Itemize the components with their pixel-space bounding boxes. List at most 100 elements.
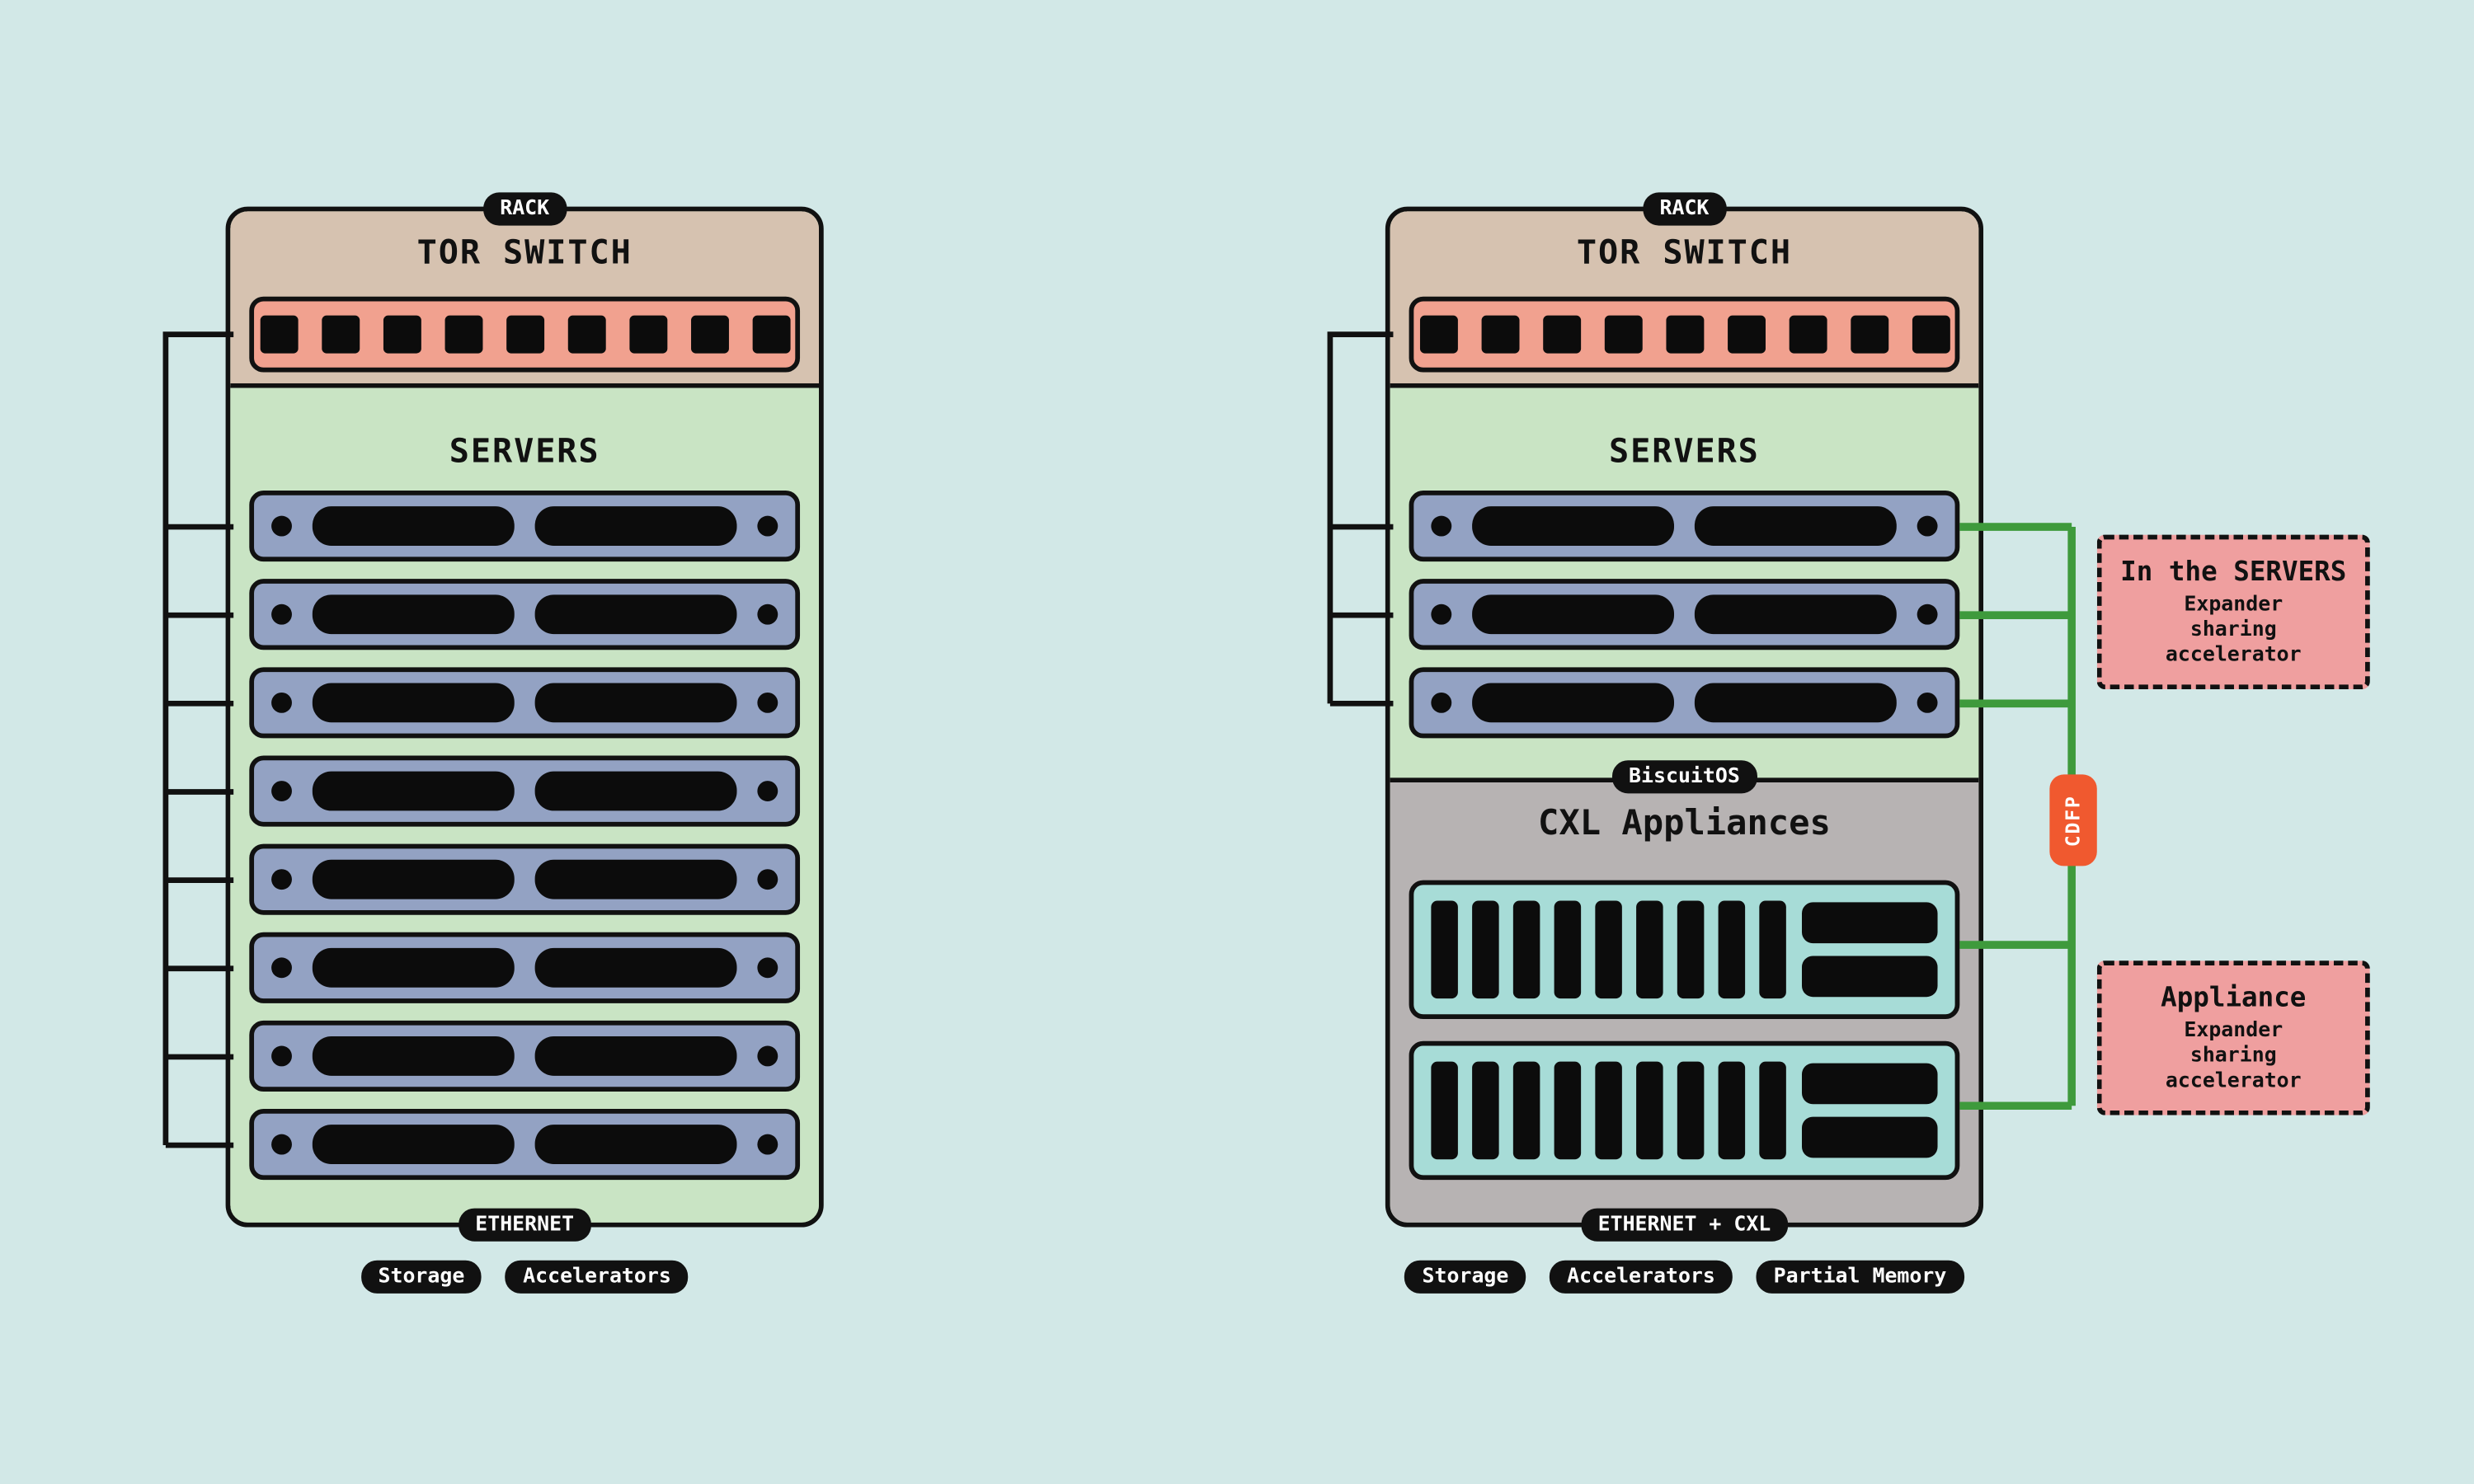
note-body: Expander sharing accelerator [2165, 1018, 2302, 1093]
memory-slot [1472, 1061, 1499, 1160]
memory-slot [1759, 900, 1786, 999]
switch-port [1603, 315, 1642, 354]
server-row [1409, 579, 1960, 650]
server-drive-bay [312, 771, 515, 811]
server-row [249, 667, 801, 739]
controller-bar [1801, 902, 1938, 944]
right-rack: RACK TOR SWITCH SERVERS BiscuitOS CXL Ap… [1385, 192, 1984, 1242]
cdfp-label: CDFP [2062, 794, 2085, 847]
server-led [1917, 603, 1938, 625]
switch-port [1419, 315, 1457, 354]
tor-switch-title: TOR SWITCH [1576, 233, 1792, 272]
server-drive-bay [534, 506, 737, 547]
appliance-expander-note: Appliance Expander sharing accelerator [2096, 960, 2370, 1115]
server-row [249, 755, 801, 827]
memory-slot [1759, 1061, 1786, 1160]
server-drive-bay [1472, 683, 1675, 723]
badge: Partial Memory [1756, 1260, 1964, 1294]
cxl-appliance-module [1409, 1040, 1960, 1181]
server-list [249, 491, 801, 1181]
left-rack-badges: Storage Accelerators [226, 1260, 824, 1294]
server-row [1409, 667, 1960, 739]
server-row [249, 1109, 801, 1181]
memory-slot [1636, 900, 1663, 999]
server-led [271, 515, 292, 537]
server-row [249, 932, 801, 1003]
server-led [1917, 515, 1938, 537]
servers-title: SERVERS [449, 432, 600, 471]
server-led [271, 781, 292, 801]
server-led [757, 603, 778, 625]
server-drive-bay [534, 1036, 737, 1076]
badge: Storage [1404, 1260, 1526, 1294]
server-led [1917, 692, 1938, 713]
cxl-appliance-module [1409, 880, 1960, 1019]
controller-group [1801, 902, 1938, 998]
memory-slot [1677, 1061, 1705, 1160]
switch-port [1480, 315, 1519, 354]
server-led [757, 869, 778, 890]
badge: Storage [360, 1260, 482, 1294]
server-led [271, 1134, 292, 1155]
memory-slot [1554, 1061, 1582, 1160]
server-led [757, 957, 778, 979]
memory-slot [1554, 900, 1582, 999]
switch-port [751, 315, 790, 354]
switch-port [628, 315, 667, 354]
server-row [1409, 491, 1960, 562]
server-drive-bay [312, 947, 515, 988]
tor-switch-module [1409, 296, 1960, 373]
server-drive-bay [534, 683, 737, 723]
switch-port [1788, 315, 1827, 354]
server-drive-bay [1694, 506, 1897, 547]
memory-slot [1431, 900, 1458, 999]
switch-port [1727, 315, 1766, 354]
server-led [271, 692, 292, 713]
server-drive-bay [312, 683, 515, 723]
controller-group [1801, 1063, 1938, 1158]
server-led [271, 957, 292, 979]
server-drive-bay [312, 1125, 515, 1165]
memory-slot-group [1431, 900, 1786, 999]
rack-tag: RACK [482, 192, 567, 226]
cdfp-badge: CDFP [2049, 774, 2097, 866]
server-row [249, 843, 801, 915]
controller-bar [1801, 956, 1938, 998]
note-title: Appliance [2161, 982, 2307, 1015]
tor-switch-section: TOR SWITCH [1390, 211, 1979, 388]
memory-slot [1595, 900, 1622, 999]
cxl-appliances-section: BiscuitOS CXL Appliances [1390, 760, 1979, 1223]
server-drive-bay [312, 859, 515, 899]
appliance-list [1409, 880, 1960, 1181]
server-led [1431, 692, 1452, 713]
switch-port [1665, 315, 1704, 354]
ethernet-cxl-tag: ETHERNET + CXL [1580, 1208, 1789, 1242]
servers-expander-note: In the SERVERS Expander sharing accelera… [2096, 534, 2370, 689]
server-led [1431, 603, 1452, 625]
switch-port [321, 315, 360, 354]
switch-port [259, 315, 298, 354]
ethernet-tag: ETHERNET [458, 1208, 592, 1242]
server-led [271, 869, 292, 890]
switch-port [382, 315, 421, 354]
note-title: In the SERVERS [2120, 556, 2347, 589]
server-led [757, 1045, 778, 1067]
memory-slot [1595, 1061, 1622, 1160]
server-drive-bay [1694, 683, 1897, 723]
server-drive-bay [534, 947, 737, 988]
badge: Accelerators [1550, 1260, 1733, 1294]
badge: Accelerators [506, 1260, 689, 1294]
tor-switch-section: TOR SWITCH [230, 211, 820, 388]
server-drive-bay [534, 859, 737, 899]
server-led [757, 1134, 778, 1155]
switch-port [690, 315, 728, 354]
memory-slot-group [1431, 1061, 1786, 1160]
cxl-appliances-title: CXL Appliances [1538, 804, 1831, 844]
server-drive-bay [534, 1125, 737, 1165]
switch-port [1850, 315, 1888, 354]
memory-slot [1431, 1061, 1458, 1160]
server-list [1409, 491, 1960, 739]
servers-title: SERVERS [1609, 432, 1760, 471]
memory-slot [1472, 900, 1499, 999]
server-drive-bay [534, 594, 737, 635]
